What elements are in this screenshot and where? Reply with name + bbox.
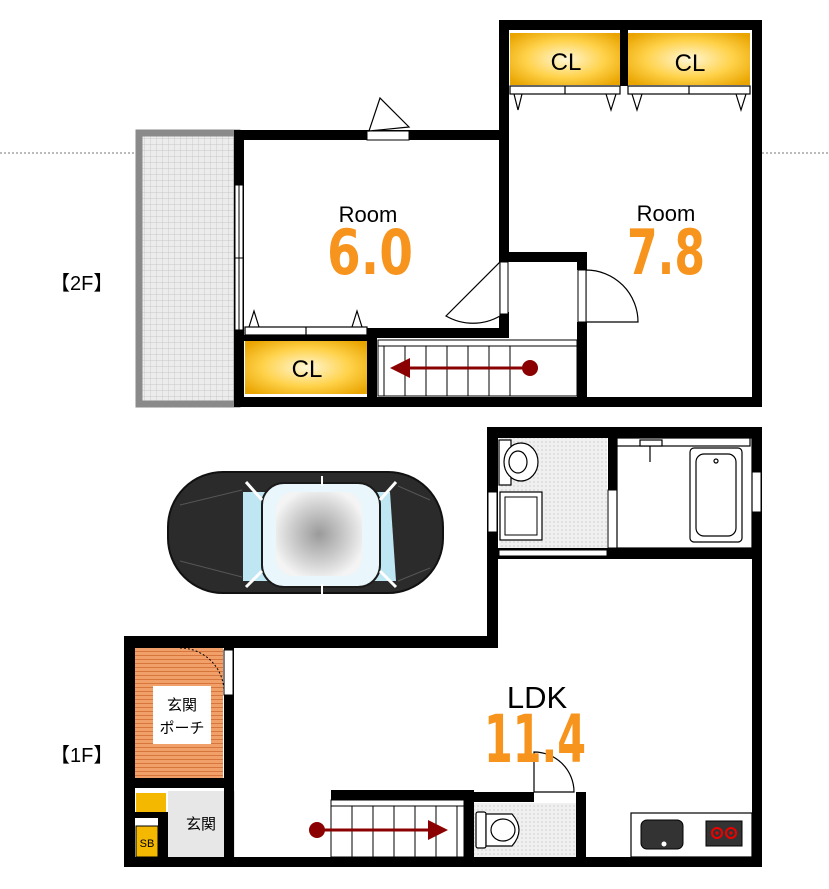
closet-label-2: CL (675, 50, 706, 77)
car-icon (167, 471, 444, 594)
stair-arrow-1f (309, 820, 448, 840)
entrance-floor (168, 791, 235, 857)
closet-label-1: CL (551, 49, 582, 76)
toilet-icon (475, 811, 520, 849)
room-a-size: 6.0 (327, 216, 413, 289)
balcony (135, 129, 241, 408)
ldk-size: 11.4 (484, 701, 586, 778)
floor-label-1f: 【1F】 (50, 745, 113, 767)
room-b-label: Room (637, 201, 696, 226)
shoe-box-label: SB (140, 838, 155, 850)
porch-label-line2: ポーチ (159, 720, 204, 737)
closet-doors-top (509, 85, 751, 113)
wash-basin-icon (498, 439, 539, 486)
ldk-label: LDK (507, 680, 568, 715)
bath-door (607, 489, 618, 549)
window-wash (487, 491, 498, 533)
room-a-label: Room (339, 202, 398, 227)
washroom-counter (498, 549, 608, 557)
room-b-size: 7.8 (627, 216, 705, 289)
window-bath (751, 471, 762, 513)
shoe-box-top (136, 793, 166, 813)
bathtub-icon (616, 437, 753, 549)
kitchen-counter (630, 812, 753, 858)
walls-1f (124, 427, 762, 867)
entrance-label: 玄関 (186, 816, 216, 833)
floor-label-2f: 【2F】 (50, 273, 113, 295)
toilet-door (533, 751, 575, 793)
closet-top-left (510, 33, 620, 85)
shower-tray-icon (499, 491, 543, 541)
porch-label-box (153, 686, 211, 744)
porch-door-frame (223, 649, 234, 696)
window-2f-top (366, 130, 410, 141)
closet-top-right (628, 33, 750, 85)
closet-doors-bottom (244, 308, 368, 336)
sink-icon (640, 819, 684, 850)
closet-label-3: CL (292, 356, 323, 383)
closet-bottom (245, 341, 367, 394)
stair-arrow-2f (390, 358, 538, 378)
porch-label-line1: 玄関 (167, 697, 197, 714)
door-room-a (445, 260, 501, 324)
door-room-b (585, 269, 639, 323)
hatch-2f-top (368, 96, 411, 132)
